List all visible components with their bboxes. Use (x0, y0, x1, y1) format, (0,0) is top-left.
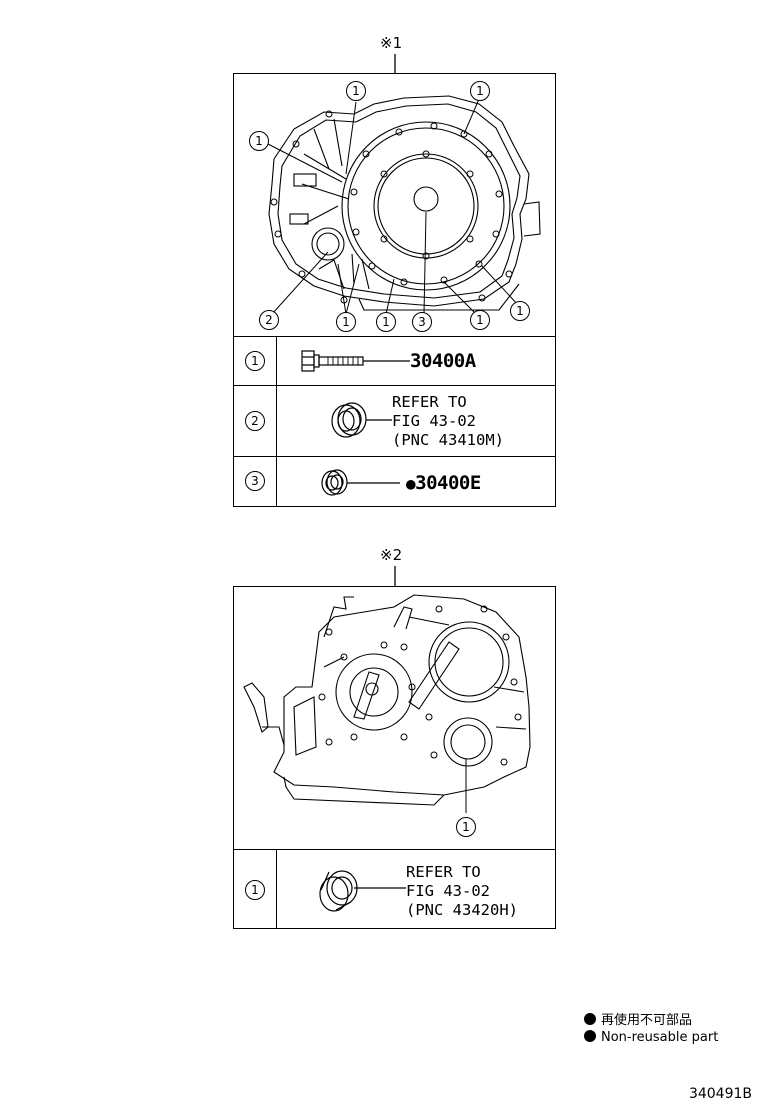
row-key: 1 (245, 351, 265, 371)
panel1-label-leader (394, 54, 396, 73)
oil-seal-icon (331, 402, 392, 438)
refer-text-line3: (PNC 43420H) (406, 901, 518, 919)
transaxle-rear-illustration (243, 594, 531, 813)
refer-text-line1: REFER TO (392, 393, 467, 411)
non-reusable-dot-icon (584, 1013, 596, 1025)
legend-jp: 再使用不可部品 (584, 1009, 692, 1028)
part-number: ●30400E (406, 472, 481, 494)
oil-seal-small-icon (321, 469, 400, 496)
callout-1a: 1 (346, 81, 366, 101)
callout-1d: 1 (510, 301, 530, 321)
part-number: 30400A (410, 350, 476, 372)
transaxle-front-illustration (267, 95, 541, 315)
callout-1: 1 (456, 817, 476, 837)
row-key: 3 (245, 471, 265, 491)
non-reusable-dot-icon (584, 1030, 596, 1042)
panel2-parts-table: 1 REFER TO FIG 43-02 (PNC 43420H) (233, 849, 556, 929)
row-key: 1 (245, 880, 265, 900)
panel1-label: ※1 (380, 34, 403, 52)
legend-en: Non-reusable part (584, 1030, 718, 1045)
callout-1c: 1 (249, 131, 269, 151)
panel1-parts-table: 1 30400A 2 REFER TO FIG (233, 336, 556, 507)
table-row: 2 REFER TO FIG 43-02 (PNC 43410M) (234, 385, 555, 456)
table-row: 3 ●30400E (234, 456, 555, 507)
panel1-illustration-box: 1 1 1 1 2 1 1 3 1 (233, 73, 556, 337)
refer-text-line2: FIG 43-02 (392, 412, 476, 430)
figure-id: 340491B (688, 1086, 752, 1102)
callout-2: 2 (259, 310, 279, 330)
row-key: 2 (245, 411, 265, 431)
refer-text-line3: (PNC 43410M) (392, 431, 504, 449)
non-reusable-marker-icon: ● (406, 474, 416, 493)
callout-1g: 1 (470, 310, 490, 330)
callout-1b: 1 (470, 81, 490, 101)
bolt-icon (301, 350, 410, 372)
panel2-label-leader (394, 566, 396, 586)
refer-text-line2: FIG 43-02 (406, 882, 490, 900)
callout-3: 3 (412, 312, 432, 332)
callout-1e: 1 (336, 312, 356, 332)
table-row: 1 30400A (234, 336, 555, 385)
table-row: 1 REFER TO FIG 43-02 (PNC 43420H) (234, 849, 555, 929)
refer-text-line1: REFER TO (406, 863, 481, 881)
panel2-label: ※2 (380, 546, 403, 564)
panel2-illustration-box: 1 (233, 586, 556, 850)
oil-seal-icon (319, 870, 406, 912)
callout-1f: 1 (376, 312, 396, 332)
